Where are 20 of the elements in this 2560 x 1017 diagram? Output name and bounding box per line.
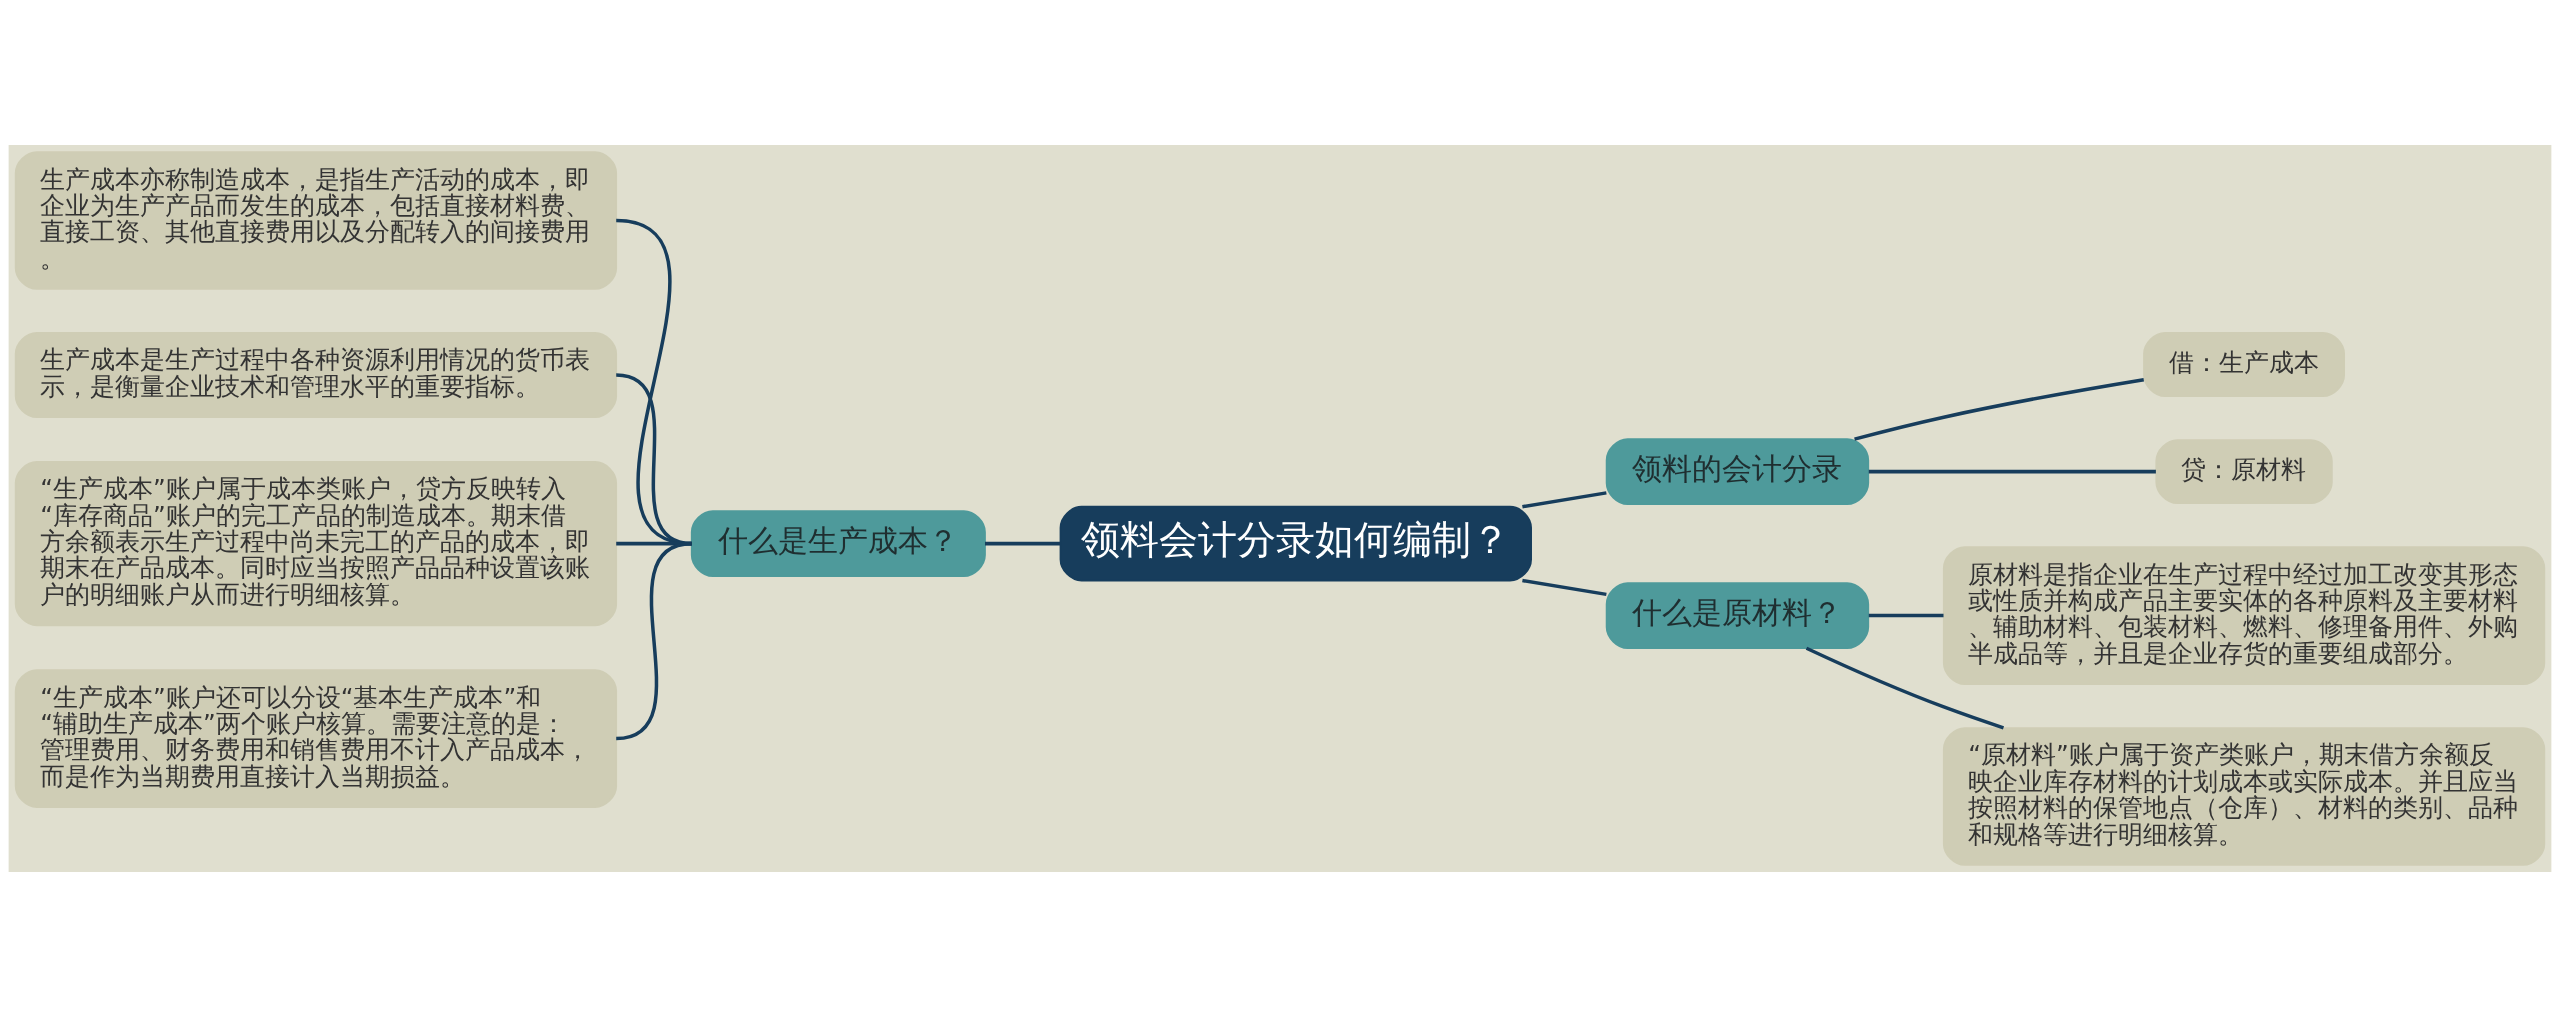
node-box: 贷：原材料: [2155, 439, 2333, 505]
connector: [985, 541, 1061, 546]
node-box: “生产成本”账户还可以分设“基本生产成本”和“辅助生产成本”两个账户核算。需要注意的是：管理费用、财务费用和销售费用不计入产品成本，而是作为当期费用直接计入当期损益。: [14, 669, 618, 808]
connector: [1805, 646, 2005, 730]
connector: [1868, 469, 2156, 474]
connector: [615, 541, 693, 741]
connector: [1868, 613, 1944, 618]
connector: [1522, 491, 1607, 509]
node-box: 借：生产成本: [2143, 332, 2346, 397]
node-box: 生产成本是生产过程中各种资源利用情况的货币表示，是衡量企业技术和管理水平的重要指标。: [14, 332, 618, 419]
node-box: 什么是原材料？: [1605, 582, 1870, 649]
node-box: 什么是生产成本？: [690, 510, 986, 577]
node-box: 原材料是指企业在生产过程中经过加工改变其形态或性质并构成产品主要实体的各种原料及主要材料、辅助材料、包装材料、燃料、修理备用件、外购半成品等，并且是企业存货的重要组成部分。: [1942, 546, 2546, 685]
connector: [1854, 378, 2145, 441]
node-box: 领料的会计分录: [1605, 438, 1870, 505]
connector: [1522, 578, 1607, 597]
node-box: “生产成本”账户属于成本类账户，贷方反映转入“库存商品”账户的完工产品的制造成本。期末借方余额表示生产过程中尚未完工的产品的成本，即期末在产品成本。同时应当按照产品品种设置该账户的明细账户从而进行明细核算。: [14, 461, 618, 627]
node-box: 领料会计分录如何编制？: [1059, 505, 1532, 582]
node-box: “原材料”账户属于资产类账户，期末借方余额反映企业库存材料的计划成本或实际成本。并且应当按照材料的保管地点（仓库）、材料的类别、品种和规格等进行明细核算。: [1942, 727, 2546, 866]
node-box: 生产成本亦称制造成本，是指生产活动的成本，即企业为生产产品而发生的成本，包括直接材料费、直接工资、其他直接费用以及分配转入的间接费用。: [14, 151, 618, 290]
